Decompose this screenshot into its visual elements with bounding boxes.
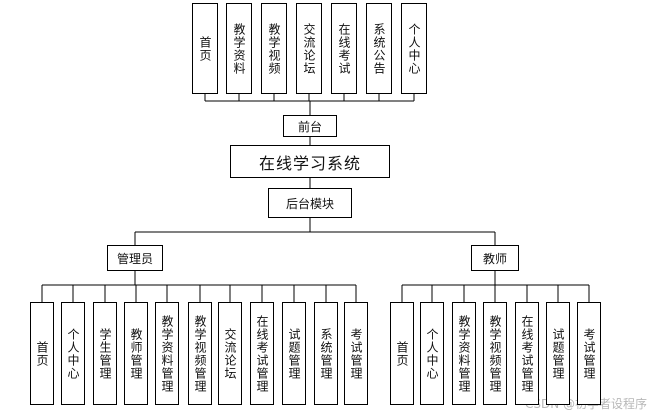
frontend-root-box: 前台 [283, 115, 337, 137]
teacher-module-1-box: 个人中心 [420, 302, 444, 405]
teacher-module-0-label: 首页 [395, 340, 409, 367]
frontend-module-6-box: 个人中心 [401, 3, 427, 94]
admin-role-label: 管理员 [116, 251, 153, 266]
frontend-module-1-box: 教学资料 [226, 3, 252, 94]
backend-module-box: 后台模块 [268, 188, 352, 218]
admin-role-box: 管理员 [107, 245, 163, 271]
teacher-module-2-box: 教学资料管理 [452, 302, 476, 405]
admin-module-6-label: 交流论坛 [223, 327, 237, 380]
admin-module-10-label: 考试管理 [349, 327, 363, 380]
frontend-module-6-label: 个人中心 [407, 22, 421, 75]
admin-module-9-box: 系统管理 [314, 302, 338, 405]
admin-module-6-box: 交流论坛 [218, 302, 242, 405]
admin-module-3-label: 教师管理 [129, 327, 143, 380]
admin-module-2-box: 学生管理 [93, 302, 117, 405]
teacher-module-3-box: 教学视频管理 [483, 302, 507, 405]
admin-module-5-box: 教学视频管理 [188, 302, 212, 405]
system-title: 在线学习系统 [258, 153, 361, 173]
teacher-module-2-label: 教学资料管理 [457, 314, 471, 393]
system-title-box: 在线学习系统 [230, 145, 390, 178]
frontend-module-5-label: 系统公告 [372, 22, 386, 75]
frontend-module-2-box: 教学视频 [261, 3, 287, 94]
frontend-root-label: 前台 [297, 119, 322, 134]
admin-module-7-box: 在线考试管理 [250, 302, 274, 405]
admin-module-9-label: 系统管理 [319, 327, 333, 380]
admin-module-8-box: 试题管理 [282, 302, 306, 405]
frontend-module-5-box: 系统公告 [366, 3, 392, 94]
frontend-module-4-label: 在线考试 [337, 22, 351, 75]
admin-module-4-box: 教学资料管理 [155, 302, 179, 405]
admin-module-0-label: 首页 [35, 340, 49, 367]
frontend-module-4-box: 在线考试 [331, 3, 357, 94]
admin-module-3-box: 教师管理 [124, 302, 148, 405]
teacher-module-4-box: 在线考试管理 [515, 302, 539, 405]
admin-module-7-label: 在线考试管理 [255, 314, 269, 393]
admin-module-1-label: 个人中心 [66, 327, 80, 380]
admin-module-8-label: 试题管理 [287, 327, 301, 380]
backend-module-label: 后台模块 [285, 196, 334, 211]
admin-module-4-label: 教学资料管理 [160, 314, 174, 393]
admin-module-1-box: 个人中心 [61, 302, 85, 405]
frontend-module-2-label: 教学视频 [267, 22, 281, 75]
frontend-module-3-box: 交流论坛 [296, 3, 322, 94]
admin-module-5-label: 教学视频管理 [193, 314, 207, 393]
teacher-module-5-label: 试题管理 [551, 327, 565, 380]
teacher-module-6-label: 考试管理 [582, 327, 596, 380]
teacher-module-6-box: 考试管理 [577, 302, 601, 405]
teacher-module-5-box: 试题管理 [546, 302, 570, 405]
teacher-module-0-box: 首页 [390, 302, 414, 405]
frontend-module-0-label: 首页 [198, 35, 212, 62]
teacher-role-box: 教师 [471, 245, 519, 271]
teacher-module-3-label: 教学视频管理 [488, 314, 502, 393]
frontend-module-1-label: 教学资料 [232, 22, 246, 75]
frontend-module-0-box: 首页 [192, 3, 218, 94]
teacher-module-4-label: 在线考试管理 [520, 314, 534, 393]
frontend-module-3-label: 交流论坛 [302, 22, 316, 75]
admin-module-10-box: 考试管理 [344, 302, 368, 405]
teacher-module-1-label: 个人中心 [425, 327, 439, 380]
teacher-role-label: 教师 [482, 251, 507, 266]
admin-module-2-label: 学生管理 [98, 327, 112, 380]
admin-module-0-box: 首页 [30, 302, 54, 405]
